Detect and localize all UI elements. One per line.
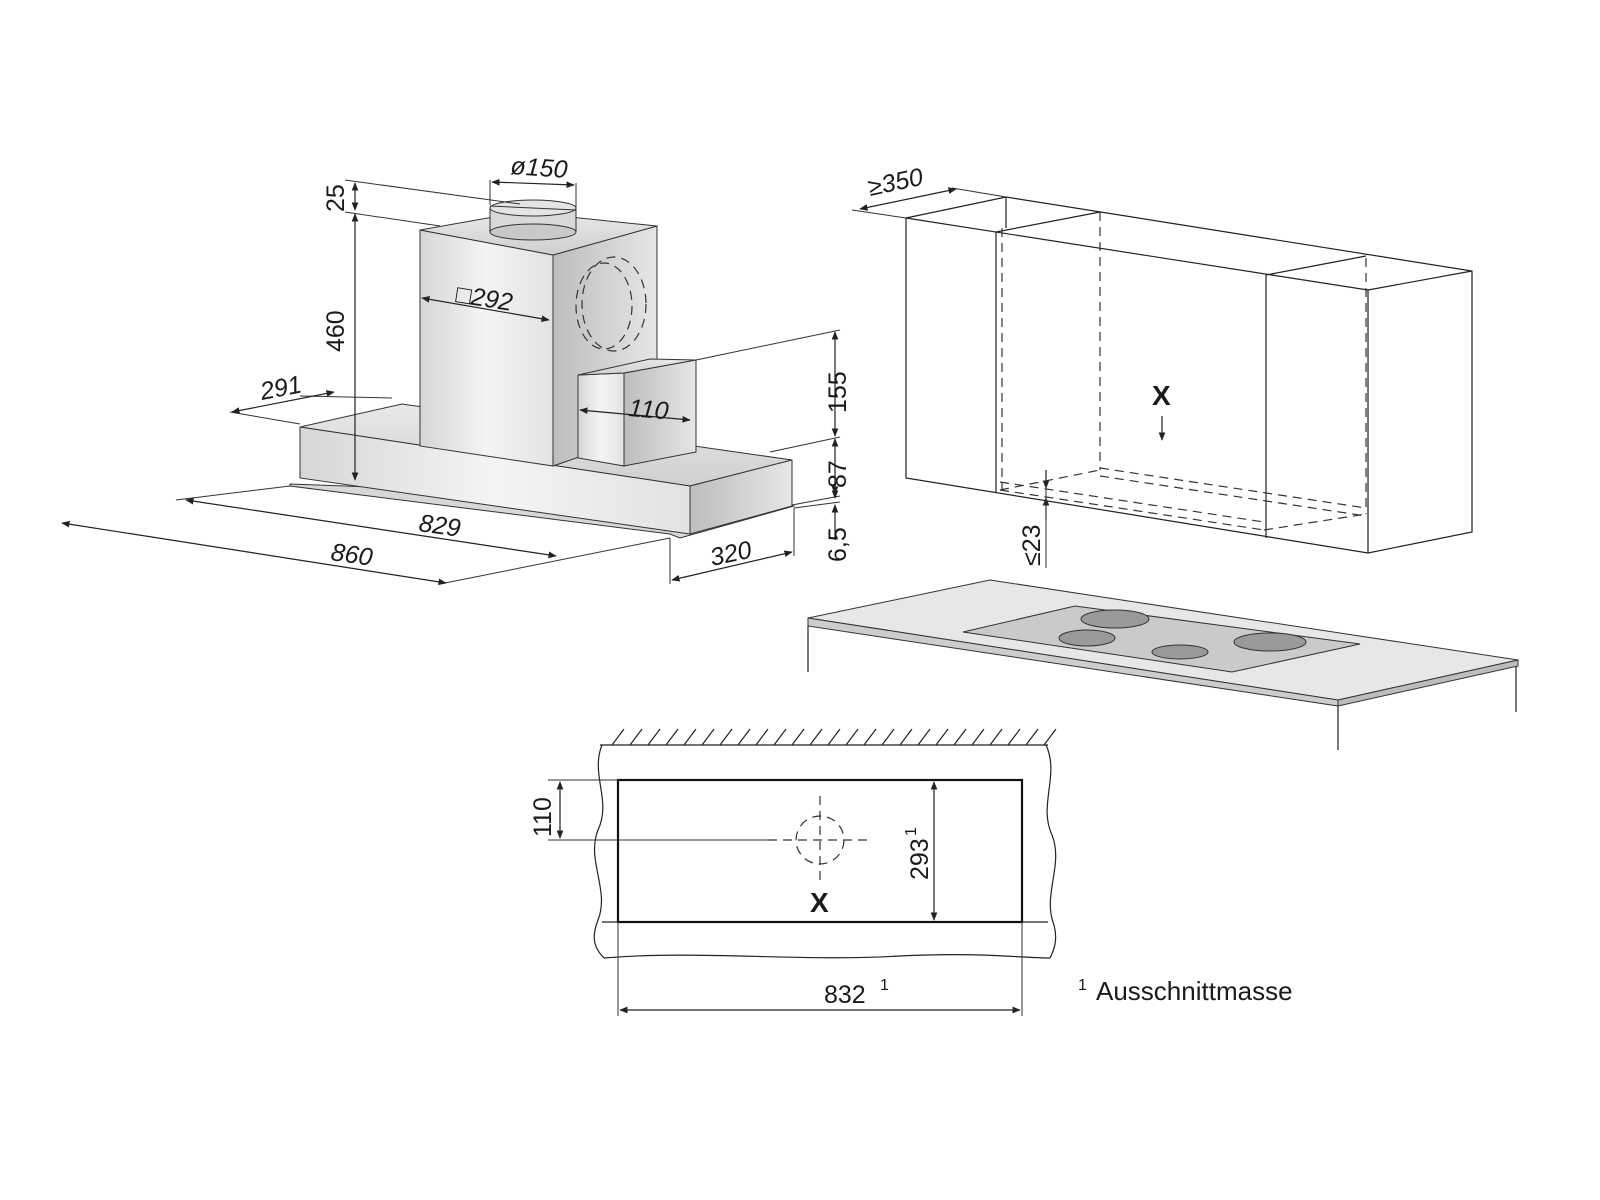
cutout-view: X 110 293 1 832 1 xyxy=(529,728,1057,1016)
dim-max-gap: ≤23 xyxy=(1018,524,1046,566)
hatch-stroke xyxy=(665,728,679,746)
burner xyxy=(1058,629,1116,647)
footnote: 1 Ausschnittmasse xyxy=(1078,976,1293,1006)
cabinet-view: X ≥350 ≤23 xyxy=(807,163,1519,750)
cabinet-box xyxy=(905,196,1473,554)
dim-inner-depth: 291 xyxy=(257,370,304,406)
footnote-text: Ausschnittmasse xyxy=(1096,976,1293,1006)
dim-outer-width: 860 xyxy=(329,538,374,572)
hatch-stroke xyxy=(719,728,733,746)
countertop xyxy=(807,579,1519,750)
hood-body-side xyxy=(689,459,793,535)
rear-box-front xyxy=(577,372,625,467)
dim-inner-width: 829 xyxy=(417,509,462,543)
dim-box-depth: 110 xyxy=(627,394,669,425)
hood-view: ø150 25 460 □292 291 110 155 87 6,5 xyxy=(61,152,852,586)
hatch-stroke xyxy=(953,728,967,746)
hatch-stroke xyxy=(989,728,1003,746)
dim-body-height: 87 xyxy=(824,460,852,488)
dim-depth: 320 xyxy=(707,536,754,572)
dim-height-note: 1 xyxy=(903,827,920,836)
cabinet-marker-x: X xyxy=(1152,380,1171,411)
hatch-stroke xyxy=(971,728,985,746)
hatch-stroke xyxy=(935,728,949,746)
cutout-rectangle xyxy=(616,778,1024,924)
hatch-stroke xyxy=(881,728,895,746)
hatch-stroke xyxy=(1025,728,1039,746)
burner xyxy=(1151,644,1209,660)
dim-top-height: 25 xyxy=(322,184,350,212)
hatch-stroke xyxy=(755,728,769,746)
hatch-stroke xyxy=(773,728,787,746)
hatch-stroke xyxy=(1043,728,1057,746)
dim-offset: 110 xyxy=(529,797,557,837)
burner xyxy=(1233,632,1307,652)
cutout-marker-x: X xyxy=(810,887,829,918)
hatch-stroke xyxy=(737,728,751,746)
hatch-stroke xyxy=(863,728,877,746)
hatch-stroke xyxy=(647,728,661,746)
hatch-stroke xyxy=(611,728,625,746)
dim-box-height: 155 xyxy=(824,371,852,413)
dim-duct-diameter: ø150 xyxy=(510,152,569,184)
burner xyxy=(1080,609,1150,629)
duct-collar xyxy=(489,199,577,241)
dim-total-height: 460 xyxy=(322,310,350,352)
hatch-stroke xyxy=(809,728,823,746)
hatch-stroke xyxy=(1007,728,1021,746)
hatch-stroke xyxy=(827,728,841,746)
dim-height: 293 xyxy=(906,838,934,880)
hatch-stroke xyxy=(845,728,859,746)
dim-width-note: 1 xyxy=(880,977,889,994)
ceiling-hatching xyxy=(611,728,1057,746)
chimney-front xyxy=(419,229,554,467)
dim-glass-thickness: 6,5 xyxy=(824,527,852,562)
dim-width: 832 xyxy=(824,981,866,1009)
hatch-stroke xyxy=(899,728,913,746)
hatch-stroke xyxy=(629,728,643,746)
hatch-stroke xyxy=(791,728,805,746)
hatch-stroke xyxy=(683,728,697,746)
hatch-stroke xyxy=(917,728,931,746)
side-outlet xyxy=(575,256,647,352)
hob xyxy=(962,605,1361,673)
dim-min-depth: ≥350 xyxy=(865,163,925,202)
hatch-stroke xyxy=(701,728,715,746)
footnote-mark: 1 xyxy=(1078,977,1087,994)
